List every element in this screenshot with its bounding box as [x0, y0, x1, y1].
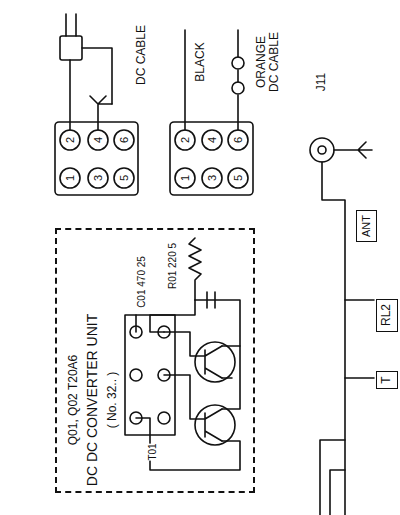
wire: [82, 48, 112, 104]
wire: [237, 30, 239, 130]
resistor-symbol: [189, 238, 201, 300]
pin-number: 4: [92, 137, 104, 143]
ground-symbol: [334, 142, 372, 158]
part-value: R01 220 5: [167, 243, 178, 289]
pin-number: 1: [64, 175, 76, 181]
connector-pins: [60, 130, 134, 188]
wire: [330, 300, 374, 515]
node-text: T: [380, 376, 393, 383]
wire: [69, 60, 71, 130]
pin-number: 6: [232, 137, 244, 143]
node-text: ANT: [360, 215, 372, 237]
wire: [135, 315, 137, 332]
pin-number: 3: [206, 175, 218, 181]
node-text: ( No. 32.. ): [106, 372, 119, 429]
pin-number: 5: [118, 175, 130, 181]
wire: [322, 162, 345, 515]
node-text: DC DC CONVERTER UNIT: [85, 314, 100, 486]
part-name: T01: [147, 443, 158, 460]
part-value: C01 470 25: [136, 256, 147, 308]
capacitor-symbol: [195, 292, 240, 346]
plug-prongs: [66, 14, 76, 36]
wire: [184, 30, 186, 130]
pin-number: 6: [118, 137, 130, 143]
pin-number: 1: [179, 175, 191, 181]
node-text: RL2: [380, 304, 393, 326]
connector-housing: [170, 122, 253, 195]
fuse-terminal: [232, 57, 244, 69]
cable-name: ORANGE DC CABLE: [255, 31, 281, 93]
connector-pins: [175, 130, 248, 188]
transistor-symbol: [195, 405, 235, 445]
pin-number: 2: [179, 137, 191, 143]
pin-number: 3: [92, 175, 104, 181]
wire: [150, 300, 195, 332]
transistor-symbol: [195, 342, 235, 382]
plug-symbol: [60, 36, 82, 60]
antenna-box: ANT: [356, 210, 377, 242]
relay-box: RL2: [376, 299, 398, 332]
transistor-leads: [205, 346, 222, 441]
fuse-terminal: [232, 82, 244, 94]
pin-number: 4: [206, 137, 218, 143]
cable-name: DC CABLE: [135, 25, 148, 85]
pin-number: 2: [64, 137, 76, 143]
wire-color: BLACK: [194, 42, 207, 81]
pin-number: 5: [232, 175, 244, 181]
terminal-box: T: [376, 371, 398, 389]
jack-center: [318, 146, 326, 154]
jack-name: J11: [315, 73, 328, 91]
node-text: Q01, Q02 T20A6: [67, 355, 80, 446]
ground-symbol: [90, 96, 112, 130]
wire: [320, 440, 345, 515]
connector-housing: [55, 122, 138, 195]
jack-symbol: [310, 138, 334, 162]
wire: [136, 332, 240, 470]
